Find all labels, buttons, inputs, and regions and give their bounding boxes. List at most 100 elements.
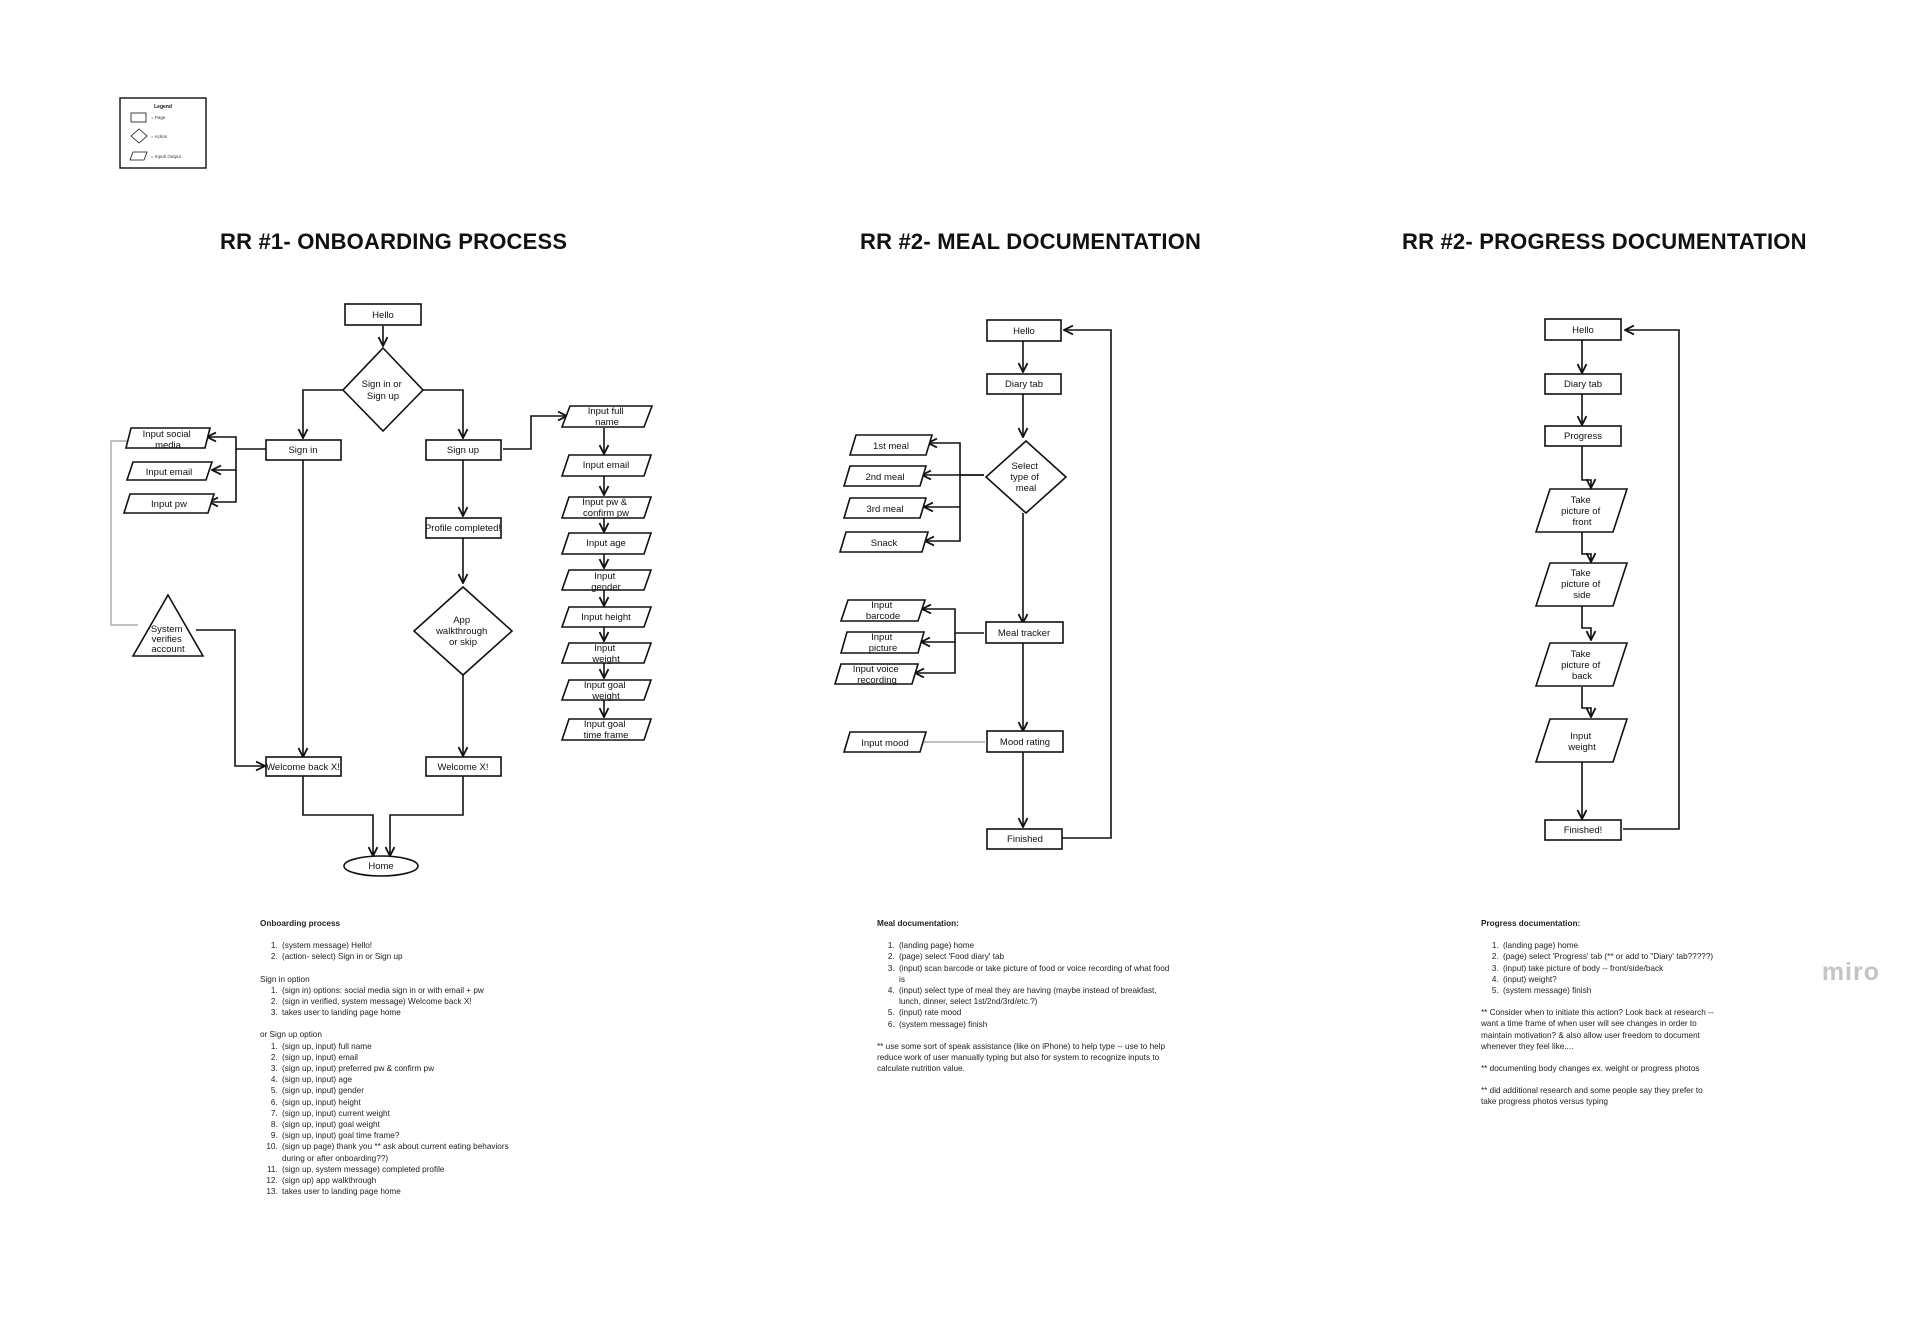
title-meal-documentation: RR #2- MEAL DOCUMENTATION [860, 229, 1202, 254]
progress-node-take-back: Take picture of back [1561, 649, 1603, 682]
meal-node-finished: Finished [1007, 834, 1043, 845]
node-hello: Hello [372, 310, 394, 321]
node-input-gender: Input gender [591, 571, 621, 593]
notes-progress-extra-1: ** Consider when to initiate this action… [1481, 1008, 1714, 1051]
list-item: (sign up, input) full name [280, 1041, 520, 1052]
list-item: (input) select type of meal they are hav… [897, 985, 1177, 1007]
notes-progress-list: (landing page) home (page) select 'Progr… [1481, 940, 1716, 996]
list-item: takes user to landing page home [280, 1007, 520, 1018]
list-item: (sign up, input) age [280, 1074, 520, 1085]
meal-node-1st-meal: 1st meal [873, 441, 909, 452]
node-input-age: Input age [586, 538, 626, 549]
node-sign-in: Sign in [288, 445, 317, 456]
list-item: (system message) finish [897, 1019, 1177, 1030]
list-item: (input) scan barcode or take picture of … [897, 963, 1177, 985]
node-input-full-name: Input full name [588, 406, 627, 428]
list-item: (sign up, input) gender [280, 1085, 520, 1096]
notes-progress-title: Progress documentation: [1481, 919, 1581, 928]
list-item: (action- select) Sign in or Sign up [280, 951, 520, 962]
node-sign-in-or-sign-up: Sign in or Sign up [362, 379, 405, 402]
node-input-email-left: Input email [146, 467, 192, 478]
node-welcome: Welcome X! [437, 762, 488, 773]
node-sign-up: Sign up [447, 445, 479, 456]
notes-sign-up-list: (sign up, input) full name (sign up, inp… [260, 1041, 520, 1198]
list-item: (page) select 'Food diary' tab [897, 951, 1177, 962]
legend-item-action: = Action [151, 134, 168, 139]
notes-meal-list: (landing page) home (page) select 'Food … [877, 940, 1177, 1030]
meal-node-snack: Snack [871, 538, 898, 549]
list-item: (system message) finish [1501, 985, 1716, 996]
list-item: (landing page) home [1501, 940, 1716, 951]
node-input-pw-confirm: Input pw & confirm pw [582, 497, 630, 519]
notes-sign-in-list: (sign in) options: social media sign in … [260, 985, 520, 1019]
notes-onboarding: Onboarding process (system message) Hell… [260, 918, 520, 1197]
node-input-height: Input height [581, 612, 631, 623]
meal-node-input-mood: Input mood [861, 738, 909, 749]
notes-meal-extra: ** use some sort of speak assistance (li… [877, 1041, 1166, 1074]
node-input-email-right: Input email [583, 460, 629, 471]
list-item: (sign up page) thank you ** ask about cu… [280, 1141, 520, 1163]
legend: Legend = Page = Action = Input/ Output [119, 97, 207, 169]
progress-node-input-weight: Input weight [1567, 731, 1596, 753]
node-profile-completed: Profile completed! [425, 523, 501, 534]
meal-node-meal-tracker: Meal tracker [998, 628, 1050, 639]
notes-meal: Meal documentation: (landing page) home … [877, 918, 1177, 1074]
progress-node-take-front: Take picture of front [1561, 495, 1603, 528]
list-item: (sign up, input) goal time frame? [280, 1130, 520, 1141]
node-home: Home [368, 861, 393, 872]
node-welcome-back: Welcome back X! [266, 762, 340, 773]
title-progress-documentation: RR #2- PROGRESS DOCUMENTATION [1402, 229, 1807, 254]
progress-node-hello: Hello [1572, 325, 1594, 336]
notes-progress: Progress documentation: (landing page) h… [1481, 918, 1716, 1108]
list-item: (input) take picture of body -- front/si… [1501, 963, 1716, 974]
list-item: (sign in verified, system message) Welco… [280, 996, 520, 1007]
node-input-goal-time-frame: Input goal time frame [584, 719, 629, 741]
list-item: (sign in) options: social media sign in … [280, 985, 520, 996]
list-item: (system message) Hello! [280, 940, 520, 951]
meal-node-select-type: Select type of meal [1010, 461, 1041, 494]
list-item: (sign up, system message) completed prof… [280, 1164, 520, 1175]
list-item: (sign up, input) height [280, 1097, 520, 1108]
list-item: (sign up, input) preferred pw & confirm … [280, 1063, 520, 1074]
notes-progress-extra-3: ** did additional research and some peop… [1481, 1086, 1703, 1107]
meal-node-input-barcode: Input barcode [866, 600, 900, 622]
notes-sign-in-heading: Sign in option [260, 974, 310, 984]
miro-logo: miro [1821, 958, 1880, 986]
legend-title: Legend [154, 104, 172, 110]
node-input-goal-weight: Input goal weight [584, 680, 628, 702]
progress-flowchart: Hello Diary tab Progress Take picture of… [1534, 318, 1680, 841]
progress-node-progress: Progress [1564, 431, 1602, 442]
notes-sign-up-heading: or Sign up option [260, 1030, 322, 1040]
node-input-social-media: Input social media [143, 429, 194, 451]
notes-progress-extra-2: ** documenting body changes ex. weight o… [1481, 1064, 1700, 1074]
node-input-pw-left: Input pw [151, 499, 187, 510]
meal-node-diary-tab: Diary tab [1005, 379, 1043, 390]
list-item: (sign up, input) current weight [280, 1108, 520, 1119]
progress-node-take-side: Take picture of side [1561, 568, 1603, 601]
list-item: (landing page) home [897, 940, 1177, 951]
meal-node-2nd-meal: 2nd meal [865, 472, 904, 483]
progress-node-finished: Finished! [1564, 825, 1603, 836]
notes-onboarding-main-list: (system message) Hello! (action- select)… [260, 940, 520, 962]
meal-node-input-voice: Input voice recording [853, 664, 902, 686]
meal-node-hello: Hello [1013, 326, 1035, 337]
list-item: (sign up, input) email [280, 1052, 520, 1063]
node-input-weight-onboarding: Input weight [591, 643, 620, 665]
list-item: (input) weight? [1501, 974, 1716, 985]
list-item: (sign up, input) goal weight [280, 1119, 520, 1130]
list-item: (sign up) app walkthrough [280, 1175, 520, 1186]
notes-onboarding-title: Onboarding process [260, 919, 341, 928]
list-item: takes user to landing page home [280, 1186, 520, 1197]
list-item: (input) rate mood [897, 1007, 1177, 1018]
node-system-verifies-account: System verifies account [151, 624, 185, 655]
meal-node-mood-rating: Mood rating [1000, 737, 1050, 748]
list-item: (page) select 'Progress' tab (** or add … [1501, 951, 1716, 962]
progress-node-diary-tab: Diary tab [1564, 379, 1602, 390]
notes-meal-title: Meal documentation: [877, 919, 959, 928]
legend-item-input-output: = Input/ Output [151, 154, 182, 159]
legend-item-page: = Page [151, 115, 166, 120]
meal-node-3rd-meal: 3rd meal [867, 504, 904, 515]
meal-flowchart: Hello Diary tab Select type of meal 1st … [833, 319, 1112, 850]
onboarding-flowchart: Hello Sign in or Sign up Sign in Sign up… [110, 303, 654, 877]
